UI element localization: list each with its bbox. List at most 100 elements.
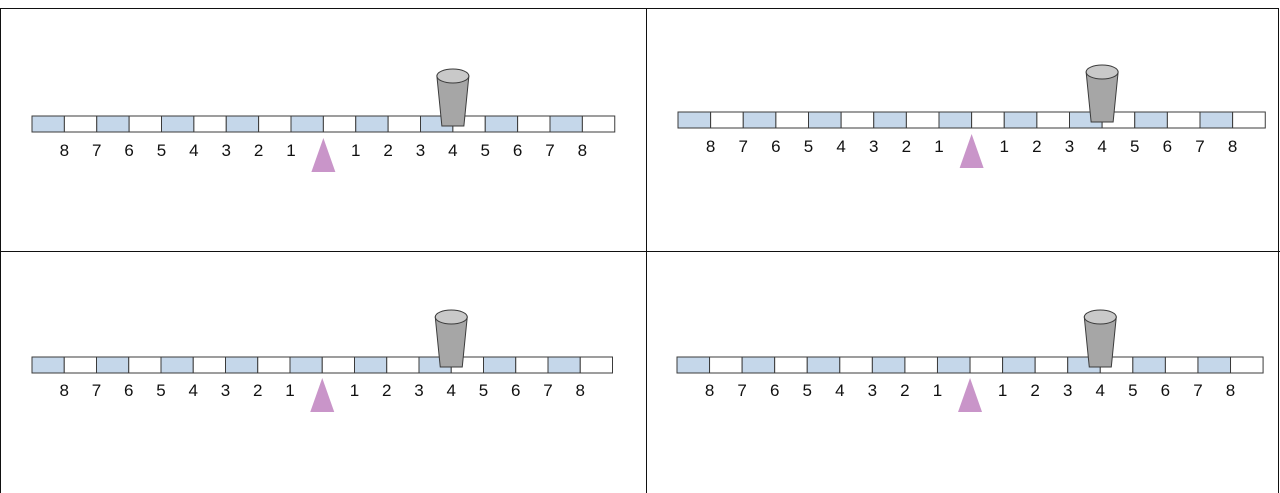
beam-segment: [31, 356, 65, 374]
fulcrum-triangle: [959, 134, 984, 168]
beam-segment: [160, 356, 194, 374]
cup-weight: [1085, 64, 1119, 123]
position-label: 6: [1163, 137, 1172, 156]
position-label: 8: [1228, 137, 1237, 156]
position-label: 1: [1000, 137, 1009, 156]
position-label: 2: [253, 381, 262, 400]
position-label: 6: [511, 381, 520, 400]
fulcrum-triangle: [310, 378, 335, 412]
fulcrum-triangle: [311, 138, 336, 172]
cup-rim: [1083, 309, 1117, 325]
position-label: 7: [545, 141, 554, 160]
position-label: 7: [1193, 381, 1202, 400]
beam-segment: [547, 356, 581, 374]
beam: [31, 356, 613, 374]
position-label: 1: [998, 381, 1007, 400]
position-label: 3: [1063, 381, 1072, 400]
beam-segment: [873, 111, 907, 129]
beam-segment: [905, 111, 940, 129]
beam-segment: [1132, 356, 1166, 374]
beam-segment: [1034, 356, 1069, 374]
position-label: 8: [705, 381, 714, 400]
position-label: 7: [1195, 137, 1204, 156]
position-label: 6: [513, 141, 522, 160]
cup-weight: [1083, 309, 1117, 368]
beam-segment: [806, 356, 841, 374]
beam-segment: [354, 356, 388, 374]
beam-segment: [1002, 356, 1036, 374]
position-label: 5: [157, 141, 166, 160]
position-label: 1: [286, 141, 295, 160]
position-label: 4: [836, 137, 845, 156]
beam-segment: [839, 356, 873, 374]
beam-segment: [483, 356, 517, 374]
position-label: 4: [447, 381, 456, 400]
beam-segment: [161, 115, 195, 133]
position-label: 3: [869, 137, 878, 156]
position-label: 6: [770, 381, 779, 400]
beam-segment: [677, 111, 712, 129]
panel-borders: [0, 8, 1280, 493]
cup-rim: [436, 68, 470, 84]
beam-segment: [517, 115, 551, 133]
beam: [31, 115, 616, 133]
beam-segment: [289, 356, 323, 374]
beam-segment: [1134, 111, 1168, 129]
beam-segment: [128, 115, 163, 133]
position-label: 6: [1161, 381, 1170, 400]
position-label: 7: [737, 381, 746, 400]
beam-segment: [96, 356, 130, 374]
beam-segment: [579, 356, 613, 374]
position-label: 3: [222, 141, 231, 160]
beam-segment: [1164, 356, 1199, 374]
beam-segment: [742, 111, 777, 129]
position-label: 5: [804, 137, 813, 156]
position-label: 1: [934, 137, 943, 156]
beam-segment: [936, 356, 971, 374]
cup-rim: [434, 309, 468, 325]
beam-segment: [322, 115, 357, 133]
position-label: 1: [285, 381, 294, 400]
beam-segment: [1166, 111, 1201, 129]
beam-segment: [1230, 356, 1264, 374]
position-label: 7: [92, 381, 101, 400]
beam-segment: [1036, 111, 1071, 129]
beam-segment: [710, 111, 744, 129]
position-label: 2: [900, 381, 909, 400]
beam: [676, 356, 1264, 374]
position-label: 4: [1096, 381, 1105, 400]
fulcrum-triangle: [958, 378, 983, 412]
position-label: 3: [221, 381, 230, 400]
beam-segment: [808, 111, 842, 129]
beam-segment: [193, 115, 227, 133]
position-label: 7: [739, 137, 748, 156]
beam-segment: [192, 356, 226, 374]
position-label: 2: [1032, 137, 1041, 156]
position-label: 7: [543, 381, 552, 400]
position-label: 2: [1030, 381, 1039, 400]
beam-segment: [1197, 356, 1232, 374]
cup-weight: [434, 309, 468, 368]
beam-segment: [386, 356, 420, 374]
position-label: 5: [481, 141, 490, 160]
outer-border: [0, 8, 1279, 493]
beam-segment: [969, 356, 1004, 374]
beam-segment: [709, 356, 743, 374]
beam-segment: [63, 356, 97, 374]
position-label: 1: [351, 141, 360, 160]
position-label: 5: [803, 381, 812, 400]
position-label: 4: [448, 141, 457, 160]
beam-segment: [484, 115, 519, 133]
beam-segment: [290, 115, 324, 133]
beam-segment: [225, 356, 259, 374]
beam-segment: [840, 111, 875, 129]
position-label: 3: [414, 381, 423, 400]
cup-weight: [436, 68, 470, 127]
beam: [677, 111, 1266, 129]
position-label: 8: [60, 381, 69, 400]
